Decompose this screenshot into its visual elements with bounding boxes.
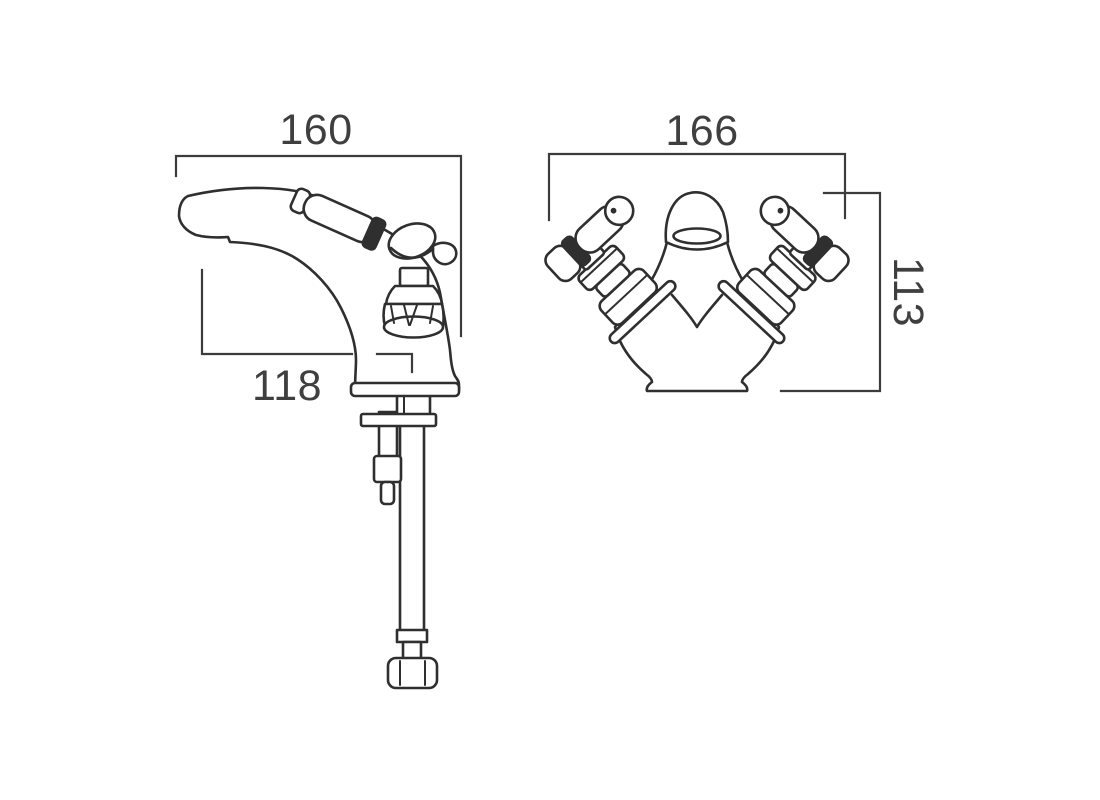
side-lever-assembly (289, 187, 387, 251)
side-stud-end (379, 480, 396, 506)
dimension-label-166: 166 (665, 107, 738, 155)
side-base-plate (349, 381, 461, 398)
side-knob-rim (389, 246, 435, 260)
front-lever-face (603, 195, 635, 227)
side-bonnet (384, 284, 444, 306)
side-tail-pipe (398, 416, 426, 634)
front-shoulder-notch (670, 293, 724, 329)
dimension-label-118: 118 (252, 362, 322, 410)
side-lever-ferrule (361, 216, 387, 251)
side-fixing-nut (372, 454, 403, 484)
dimension-line-160 (174, 154, 463, 338)
front-valve-collar-line (579, 247, 619, 284)
front-lever (544, 195, 635, 283)
front-valve-gland-line (603, 273, 649, 316)
side-connector-nut (386, 656, 439, 690)
dimension-label-160: 160 (279, 106, 352, 154)
side-pipe-collar (395, 628, 429, 644)
front-spout-outlet (672, 227, 722, 245)
side-washer-plate (359, 412, 438, 428)
dimension-line-118 (200, 268, 414, 374)
side-view: 160 118 (174, 106, 463, 690)
front-view: 166 113 (544, 107, 932, 393)
side-connector-nut-facets (399, 660, 426, 686)
dimension-line-166 (547, 152, 847, 222)
side-gland-nut-facets (390, 304, 434, 326)
side-valve-neck (398, 266, 430, 288)
front-left-valve-assembly (544, 195, 677, 345)
side-handle-stop-tab (431, 241, 458, 266)
dimension-line-113 (779, 191, 882, 393)
front-lever-face-dot (610, 207, 617, 214)
dimension-label-113: 113 (884, 257, 932, 327)
